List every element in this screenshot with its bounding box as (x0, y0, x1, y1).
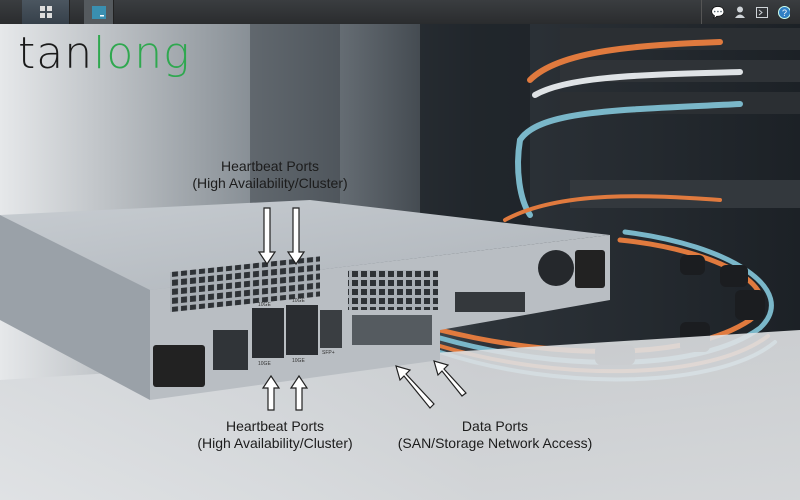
label-line: (SAN/Storage Network Access) (397, 435, 593, 451)
psu-inlet (575, 250, 605, 288)
logo-text: tan (18, 28, 94, 79)
arrow-down-icon (257, 207, 277, 266)
terminal-window-icon (91, 5, 106, 19)
tanlong-logo: tanlong (18, 28, 191, 79)
fan (538, 250, 574, 286)
server-chassis: 10GE 10GE 10GE 10GE SFP+ (0, 200, 610, 400)
arrow-diagonal-icon (395, 365, 435, 409)
label-line: Heartbeat Ports (225, 418, 325, 434)
port-label: 10GE (258, 302, 271, 308)
user-icon[interactable] (734, 6, 746, 18)
arrow-down-icon (286, 207, 306, 266)
port-label: 10GE (258, 361, 271, 367)
label-line: (High Availability/Cluster) (197, 435, 353, 451)
grid-icon (39, 6, 52, 18)
data-ports (352, 315, 432, 345)
terminal-icon[interactable] (756, 6, 768, 18)
heartbeat-ports-bottom-label: Heartbeat Ports (High Availability/Clust… (180, 418, 370, 452)
port-label: 10GE (292, 298, 305, 304)
logo-text-green: long (93, 28, 191, 79)
management-ports (213, 330, 248, 370)
chat-icon[interactable]: 💬 (711, 6, 725, 19)
label-line: Data Ports (461, 418, 529, 434)
port-label: SFP+ (322, 350, 335, 356)
power-inlet (153, 345, 205, 387)
label-line: (High Availability/Cluster) (192, 175, 348, 191)
home-button[interactable] (22, 0, 70, 24)
svg-text:?: ? (782, 8, 787, 18)
help-icon[interactable]: ? (778, 5, 790, 19)
label-line: Heartbeat Ports (220, 158, 320, 174)
heartbeat-ports-top-label: Heartbeat Ports (High Availability/Clust… (180, 158, 360, 192)
sfp-ports (320, 310, 342, 348)
arrow-diagonal-icon (433, 360, 467, 397)
taskbar: 💬 ? (0, 0, 800, 24)
system-tray: 💬 ? (701, 0, 800, 24)
arrow-up-icon (261, 374, 281, 411)
data-ports-label: Data Ports (SAN/Storage Network Access) (380, 418, 610, 452)
app-window-button[interactable] (84, 0, 114, 24)
heartbeat-port-2 (286, 305, 318, 355)
arrow-up-icon (289, 374, 309, 411)
port-label: 10GE (292, 358, 305, 364)
annotation-arrows (257, 207, 467, 411)
heartbeat-port-1 (252, 308, 284, 358)
